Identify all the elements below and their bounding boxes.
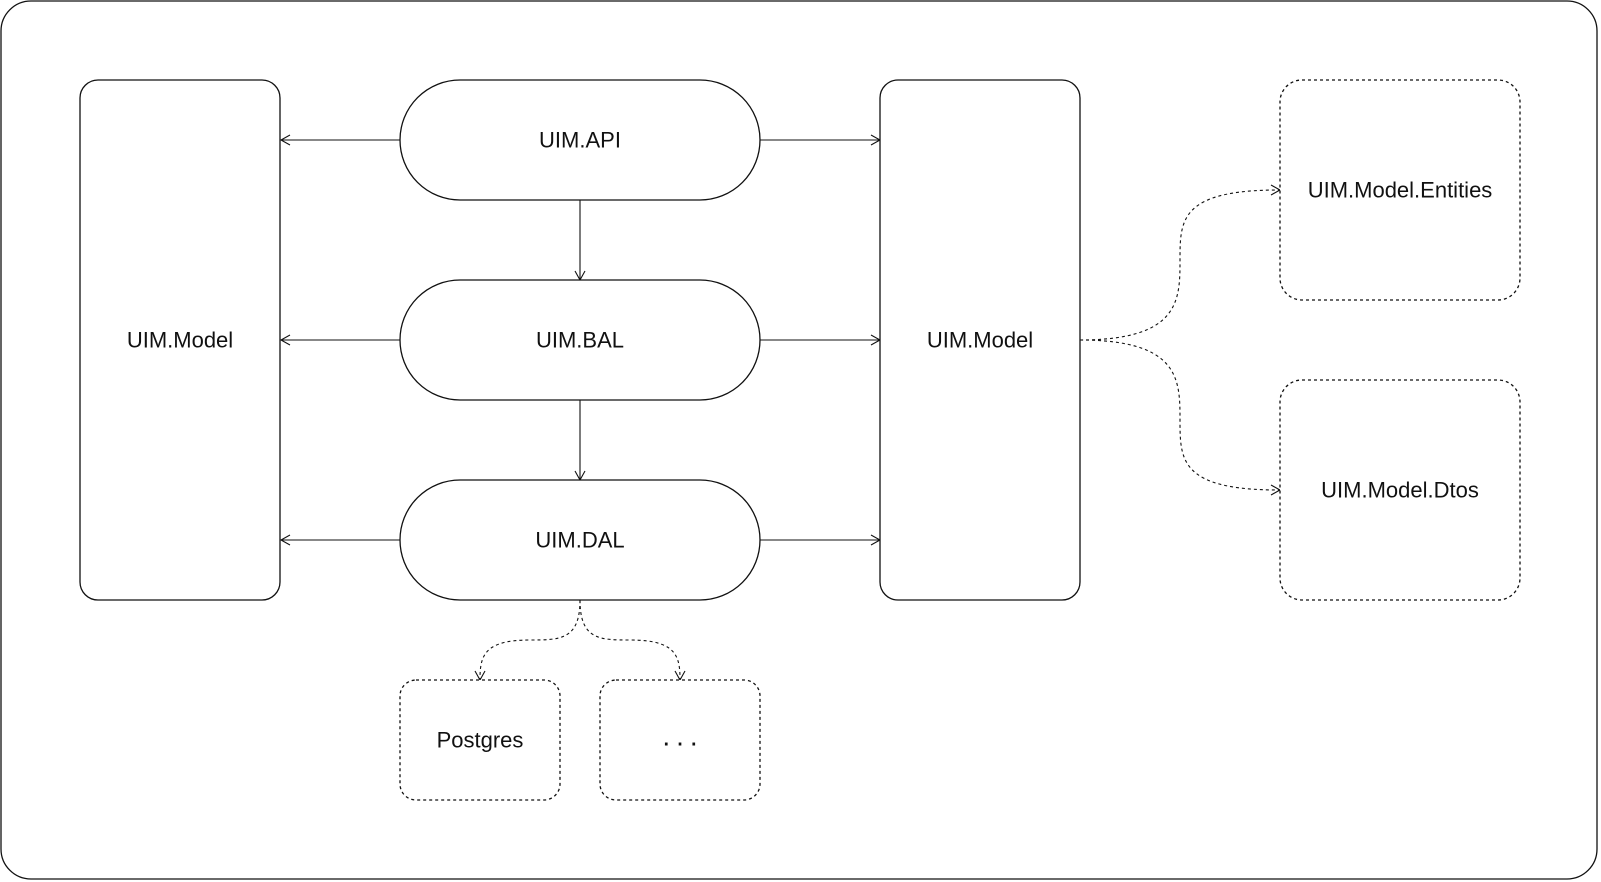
node-entities: UIM.Model.Entities [1279, 79, 1521, 301]
node-postgres-label: Postgres [437, 728, 524, 753]
node-model-right-label: UIM.Model [927, 328, 1033, 353]
node-dal-label: UIM.DAL [535, 528, 624, 553]
node-more: ... [599, 679, 761, 801]
node-model-left: UIM.Model [79, 79, 281, 601]
node-postgres: Postgres [399, 679, 561, 801]
node-model-right: UIM.Model [879, 79, 1081, 601]
edge-bal-to-model-left [279, 334, 400, 346]
node-model-left-label: UIM.Model [127, 328, 233, 353]
node-entities-label: UIM.Model.Entities [1308, 178, 1493, 203]
edge-dal-to-model-left [279, 534, 400, 546]
node-more-label: ... [662, 721, 703, 752]
node-dal: UIM.DAL [399, 479, 761, 601]
node-api: UIM.API [399, 79, 761, 201]
node-api-label: UIM.API [539, 128, 621, 153]
node-dtos-label: UIM.Model.Dtos [1321, 478, 1479, 503]
node-bal-label: UIM.BAL [536, 328, 624, 353]
node-dtos: UIM.Model.Dtos [1279, 379, 1521, 601]
edge-api-to-model-left [279, 134, 400, 146]
node-bal: UIM.BAL [399, 279, 761, 401]
